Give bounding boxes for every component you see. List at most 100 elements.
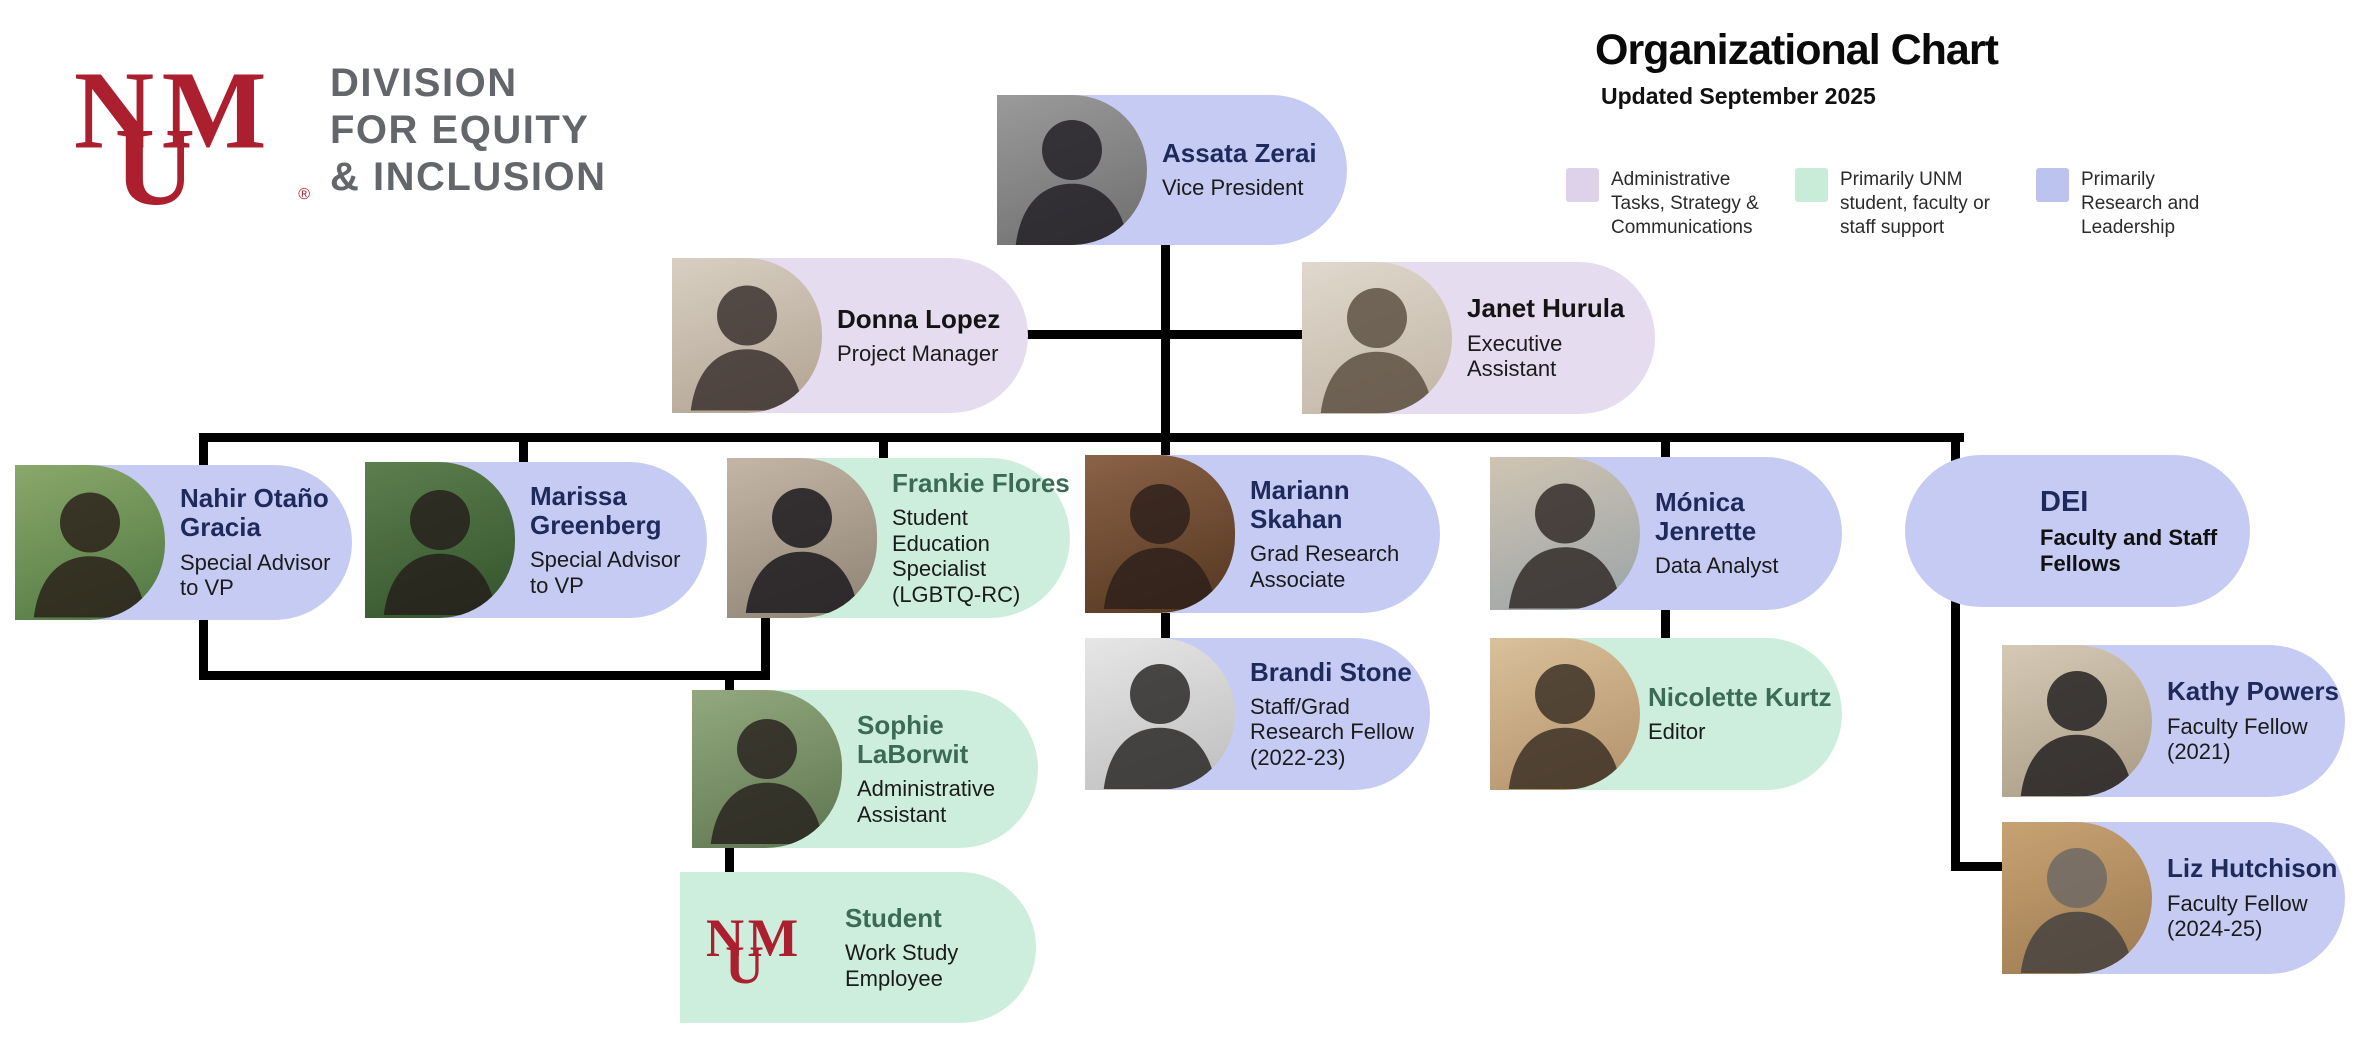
portrait-photo	[692, 690, 842, 848]
org-node-nicolette-kurtz: Nicolette Kurtz Editor	[1490, 638, 1842, 790]
person-silhouette-icon	[1103, 484, 1217, 609]
connector-dei-down	[1951, 600, 1960, 871]
person-silhouette-icon	[383, 490, 497, 615]
page-title: Organizational Chart	[1595, 26, 1999, 74]
portrait-photo	[2002, 822, 2152, 974]
group-name: DEI	[2040, 485, 2089, 518]
connector-drop-frankie	[879, 440, 888, 464]
connector-drop-marissa	[519, 440, 528, 468]
person-silhouette-icon	[745, 488, 859, 613]
person-silhouette-icon	[33, 492, 147, 618]
connector-donna-right	[1026, 330, 1166, 339]
person-name: Nahir Otaño Gracia	[180, 483, 329, 543]
chart-title-block: Organizational Chart Updated September 2…	[1595, 26, 2335, 110]
role-name: Student	[845, 902, 942, 933]
legend-label: Administrative Tasks, Strategy & Communi…	[1611, 169, 1759, 238]
person-name: Donna Lopez	[837, 303, 1001, 334]
portrait-photo	[1490, 638, 1640, 790]
svg-text:N: N	[76, 52, 154, 173]
person-title: Editor	[1648, 719, 1706, 745]
person-title: Data Analyst	[1655, 553, 1779, 579]
org-node-mariann-skahan: Mariann Skahan Grad Research Associate	[1085, 455, 1440, 613]
connector-janet-left	[1161, 330, 1307, 339]
org-node-sophie-laborwit: Sophie LaBorwit Administrative Assistant	[692, 690, 1038, 848]
person-name: Frankie Flores	[892, 467, 1070, 498]
person-name: Mariann Skahan	[1250, 474, 1350, 534]
org-node-frankie-flores: Frankie Flores Student Education Special…	[727, 458, 1070, 618]
person-silhouette-icon	[1508, 664, 1622, 789]
legend-item-support: Primarily UNM student, faculty or staff …	[1795, 168, 2036, 240]
org-node-janet-hurula: Janet Hurula Executive Assistant	[1302, 262, 1655, 414]
updated-date: Updated September 2025	[1601, 83, 1876, 109]
person-title: Vice President	[1162, 175, 1304, 201]
person-silhouette-icon	[1320, 288, 1434, 413]
portrait-photo	[997, 95, 1147, 245]
person-silhouette-icon	[710, 719, 824, 844]
person-silhouette-icon	[690, 285, 804, 411]
person-name: Nicolette Kurtz	[1648, 682, 1832, 713]
portrait-photo	[15, 465, 165, 620]
org-node-dei-fellows: DEI Faculty and Staff Fellows	[1905, 455, 2250, 607]
legend-item-administrative: Administrative Tasks, Strategy & Communi…	[1566, 168, 1795, 240]
person-title: Faculty Fellow (2021)	[2167, 713, 2308, 765]
org-node-donna-lopez: Donna Lopez Project Manager	[672, 258, 1028, 413]
org-node-monica-jenrette: Mónica Jenrette Data Analyst	[1490, 457, 1842, 610]
legend-swatch-research	[2036, 168, 2069, 202]
legend-label: Primarily Research and Leadership	[2081, 169, 2200, 238]
org-node-student-work-study: N M U Student Work Study Employee	[680, 872, 1036, 1023]
category-legend: Administrative Tasks, Strategy & Communi…	[1566, 168, 2356, 240]
person-silhouette-icon	[2020, 848, 2134, 973]
legend-label: Primarily UNM student, faculty or staff …	[1840, 169, 1990, 238]
org-name-line: FOR EQUITY	[330, 108, 590, 152]
person-name: Mónica Jenrette	[1655, 487, 1757, 547]
svg-text:N: N	[707, 910, 744, 968]
portrait-photo	[2002, 645, 2152, 797]
legend-swatch-administrative	[1566, 168, 1599, 202]
person-title: Special Advisor to VP	[180, 549, 331, 601]
person-name: Marissa Greenberg	[530, 480, 662, 540]
svg-text:M: M	[162, 52, 267, 173]
portrait-photo	[1085, 638, 1235, 790]
group-title: Faculty and Staff Fellows	[2040, 525, 2218, 576]
registered-trademark-symbol: ®	[298, 186, 310, 203]
person-title: Executive Assistant	[1467, 330, 1563, 382]
portrait-photo	[1490, 457, 1640, 610]
connector-liz-left	[1951, 862, 2013, 871]
org-node-liz-hutchison: Liz Hutchison Faculty Fellow (2024-25)	[2002, 822, 2345, 974]
unm-monogram-logo-icon: N M U	[680, 872, 838, 1023]
person-title: Student Education Specialist (LGBTQ-RC)	[892, 505, 1021, 607]
portrait-photo	[1302, 262, 1452, 414]
person-name: Janet Hurula	[1467, 293, 1625, 324]
unm-division-logo: N M U ® DIVISION FOR EQUITY & INCLUSION	[76, 52, 636, 212]
portrait-photo	[365, 462, 515, 618]
person-title: Staff/Grad Research Fellow (2022-23)	[1250, 693, 1414, 770]
connector-assata-down	[1161, 245, 1170, 442]
org-name-line: DIVISION	[330, 61, 518, 105]
svg-text:U: U	[115, 106, 195, 210]
person-silhouette-icon	[1508, 483, 1622, 609]
person-title: Project Manager	[837, 340, 999, 366]
role-title: Work Study Employee	[845, 940, 959, 991]
person-silhouette-icon	[1015, 120, 1129, 245]
org-node-brandi-stone: Brandi Stone Staff/Grad Research Fellow …	[1085, 638, 1430, 790]
legend-swatch-support	[1795, 168, 1828, 202]
connector-lower-bus	[199, 671, 770, 680]
org-node-marissa-greenberg: Marissa Greenberg Special Advisor to VP	[365, 462, 707, 618]
person-title: Special Advisor to VP	[530, 547, 681, 598]
person-name: Kathy Powers	[2167, 676, 2339, 707]
org-node-assata-zerai: Assata Zerai Vice President	[997, 95, 1347, 245]
connector-drop-dei	[1951, 440, 1960, 461]
svg-text:U: U	[725, 935, 764, 986]
portrait-photo	[1085, 455, 1235, 613]
person-silhouette-icon	[1103, 664, 1217, 789]
person-name: Brandi Stone	[1250, 656, 1412, 687]
person-name: Sophie LaBorwit	[857, 709, 969, 769]
legend-item-research: Primarily Research and Leadership	[2036, 168, 2221, 240]
svg-text:M: M	[748, 910, 798, 968]
person-name: Assata Zerai	[1162, 138, 1317, 169]
org-name-line: & INCLUSION	[330, 155, 607, 199]
person-name: Liz Hutchison	[2167, 853, 2338, 884]
person-title: Grad Research Associate	[1250, 541, 1400, 592]
person-title: Faculty Fellow (2024-25)	[2167, 890, 2308, 942]
